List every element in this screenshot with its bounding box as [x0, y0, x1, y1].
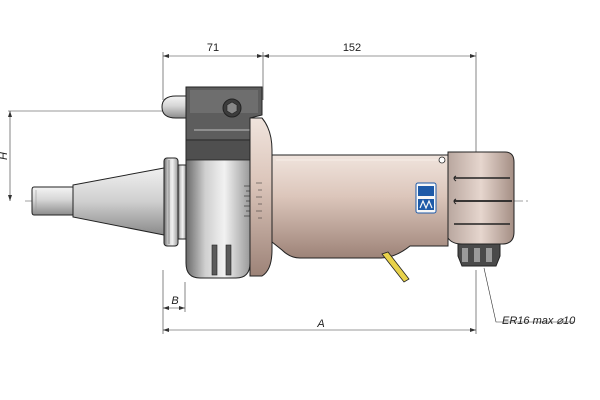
scale-marks [244, 185, 250, 217]
indicator-icon [438, 156, 446, 164]
stop-pin [161, 95, 187, 119]
dim-152-label: 152 [343, 42, 361, 54]
flange-ring [163, 157, 179, 247]
dim-h-label: H [0, 152, 10, 160]
collet-note: ER16 max ⌀10 [502, 315, 576, 327]
angle-head [447, 151, 515, 245]
coolant-tube [381, 251, 410, 283]
spindle-housing [271, 154, 449, 259]
brand-logo [415, 182, 437, 214]
dim-b-label: B [171, 295, 178, 307]
ring-body [185, 139, 251, 279]
dim-a-label: A [316, 318, 324, 330]
pull-stud [31, 186, 74, 216]
dim-71-label: 71 [207, 42, 219, 54]
taper-cone [72, 167, 165, 236]
tool-holder [31, 86, 515, 283]
